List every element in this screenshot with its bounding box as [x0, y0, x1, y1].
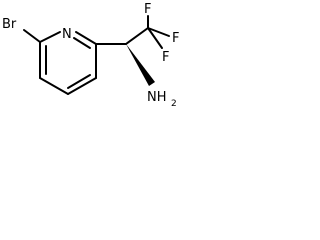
atom-nh: NH — [147, 90, 167, 105]
bond-n1-c2-inner — [73, 37, 91, 49]
bond-c-f-right — [147, 27, 170, 37]
atom-f-right: F — [172, 31, 179, 46]
bond-c6-n1 — [39, 31, 61, 43]
bond-c4-c5 — [39, 77, 69, 95]
atom-ring-n: N — [62, 27, 72, 42]
bond-c3-c4-inner — [67, 74, 91, 89]
pyridine-ring — [39, 31, 97, 95]
atom-f-lower: F — [162, 50, 169, 65]
wedge-bond-nh2 — [126, 44, 155, 86]
bond-chiral-cf3 — [125, 27, 149, 45]
bond-c-f-lower — [147, 27, 163, 49]
atom-br: Br — [2, 17, 17, 32]
atom-nh-subscript: 2 — [171, 99, 177, 109]
structure-canvas: Br N F F F NH 2 — [2, 2, 179, 109]
bond-n1-c2 — [75, 31, 97, 45]
bond-c3-c4 — [67, 77, 97, 95]
bond-c6-br — [23, 29, 41, 43]
atom-f-top: F — [144, 2, 151, 17]
